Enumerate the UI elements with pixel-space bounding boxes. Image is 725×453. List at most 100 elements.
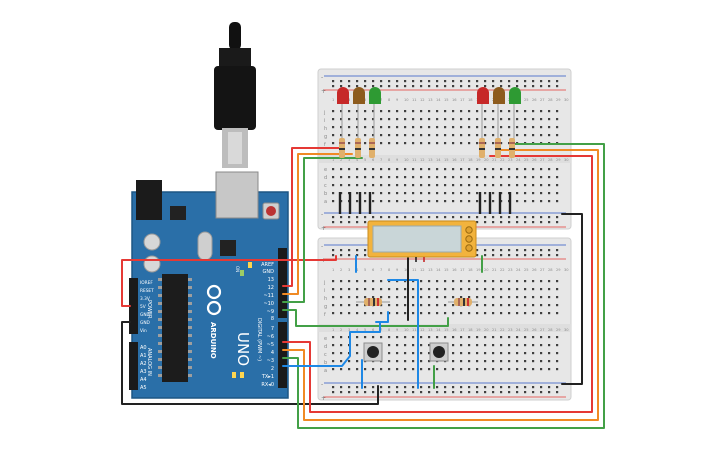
- breadboard-hole[interactable]: [364, 126, 367, 129]
- breadboard-hole[interactable]: [444, 118, 447, 121]
- breadboard-hole[interactable]: [380, 118, 383, 121]
- breadboard-hole[interactable]: [404, 110, 407, 113]
- breadboard-hole[interactable]: [484, 192, 487, 195]
- breadboard-hole[interactable]: [364, 280, 367, 283]
- breadboard-hole[interactable]: [396, 118, 399, 121]
- breadboard-hole[interactable]: [476, 249, 479, 252]
- breadboard-hole[interactable]: [548, 344, 551, 347]
- breadboard-hole[interactable]: [388, 168, 391, 171]
- breadboard-hole[interactable]: [500, 254, 503, 257]
- breadboard-hole[interactable]: [540, 200, 543, 203]
- breadboard-hole[interactable]: [516, 192, 519, 195]
- breadboard-hole[interactable]: [348, 360, 351, 363]
- breadboard-hole[interactable]: [524, 200, 527, 203]
- breadboard-hole[interactable]: [420, 176, 423, 179]
- breadboard-hole[interactable]: [524, 176, 527, 179]
- breadboard-hole[interactable]: [532, 368, 535, 371]
- breadboard-hole[interactable]: [388, 360, 391, 363]
- breadboard-hole[interactable]: [524, 126, 527, 129]
- breadboard-hole[interactable]: [388, 110, 391, 113]
- breadboard-hole[interactable]: [484, 368, 487, 371]
- breadboard-hole[interactable]: [532, 386, 535, 389]
- breadboard-hole[interactable]: [396, 110, 399, 113]
- wire-black-gnd[interactable]: [121, 321, 379, 405]
- breadboard-hole[interactable]: [516, 296, 519, 299]
- breadboard-hole[interactable]: [396, 391, 399, 394]
- breadboard-hole[interactable]: [516, 288, 519, 291]
- breadboard-hole[interactable]: [540, 368, 543, 371]
- breadboard-hole[interactable]: [428, 336, 431, 339]
- breadboard-hole[interactable]: [396, 192, 399, 195]
- breadboard-hole[interactable]: [332, 80, 335, 83]
- breadboard-hole[interactable]: [556, 192, 559, 195]
- breadboard-hole[interactable]: [508, 352, 511, 355]
- breadboard-hole[interactable]: [540, 312, 543, 315]
- breadboard-hole[interactable]: [404, 352, 407, 355]
- breadboard-hole[interactable]: [380, 192, 383, 195]
- breadboard-hole[interactable]: [476, 344, 479, 347]
- breadboard-hole[interactable]: [460, 280, 463, 283]
- breadboard-hole[interactable]: [548, 391, 551, 394]
- breadboard-hole[interactable]: [492, 200, 495, 203]
- breadboard-hole[interactable]: [556, 352, 559, 355]
- breadboard-hole[interactable]: [364, 80, 367, 83]
- breadboard-hole[interactable]: [532, 344, 535, 347]
- breadboard-hole[interactable]: [492, 288, 495, 291]
- breadboard-hole[interactable]: [492, 249, 495, 252]
- breadboard-hole[interactable]: [500, 344, 503, 347]
- breadboard-hole[interactable]: [548, 85, 551, 88]
- breadboard-hole[interactable]: [396, 216, 399, 219]
- breadboard-hole[interactable]: [548, 118, 551, 121]
- breadboard-hole[interactable]: [412, 288, 415, 291]
- breadboard-hole[interactable]: [436, 304, 439, 307]
- breadboard-hole[interactable]: [340, 134, 343, 137]
- breadboard-hole[interactable]: [444, 296, 447, 299]
- arduino-uno-board[interactable]: ARDUINO UNO POWER ANALOG IN DIGITAL (PWM…: [129, 171, 289, 399]
- breadboard-hole[interactable]: [468, 85, 471, 88]
- breadboard-hole[interactable]: [332, 254, 335, 257]
- breadboard-hole[interactable]: [540, 85, 543, 88]
- breadboard-hole[interactable]: [332, 126, 335, 129]
- breadboard-hole[interactable]: [348, 134, 351, 137]
- breadboard-hole[interactable]: [388, 192, 391, 195]
- breadboard-hole[interactable]: [404, 336, 407, 339]
- breadboard-hole[interactable]: [556, 85, 559, 88]
- breadboard-hole[interactable]: [428, 344, 431, 347]
- wire-green-led-right[interactable]: [282, 143, 605, 429]
- breadboard-hole[interactable]: [452, 216, 455, 219]
- breadboard-hole[interactable]: [548, 254, 551, 257]
- breadboard-hole[interactable]: [396, 336, 399, 339]
- breadboard-hole[interactable]: [412, 200, 415, 203]
- breadboard-hole[interactable]: [468, 200, 471, 203]
- breadboard-hole[interactable]: [492, 391, 495, 394]
- breadboard-hole[interactable]: [380, 288, 383, 291]
- breadboard-hole[interactable]: [476, 168, 479, 171]
- breadboard-hole[interactable]: [428, 386, 431, 389]
- breadboard-hole[interactable]: [404, 391, 407, 394]
- breadboard-hole[interactable]: [516, 386, 519, 389]
- breadboard-hole[interactable]: [444, 304, 447, 307]
- breadboard-hole[interactable]: [340, 254, 343, 257]
- breadboard-hole[interactable]: [492, 344, 495, 347]
- led-amber[interactable]: [353, 87, 365, 104]
- breadboard-hole[interactable]: [500, 336, 503, 339]
- breadboard-hole[interactable]: [524, 110, 527, 113]
- breadboard-hole[interactable]: [356, 118, 359, 121]
- breadboard-hole[interactable]: [484, 360, 487, 363]
- breadboard-hole[interactable]: [556, 280, 559, 283]
- breadboard-hole[interactable]: [412, 142, 415, 145]
- breadboard-hole[interactable]: [452, 126, 455, 129]
- breadboard-hole[interactable]: [484, 391, 487, 394]
- digital-header-bottom[interactable]: [278, 322, 287, 388]
- breadboard-hole[interactable]: [420, 118, 423, 121]
- breadboard-hole[interactable]: [508, 280, 511, 283]
- breadboard-hole[interactable]: [364, 368, 367, 371]
- breadboard-hole[interactable]: [484, 386, 487, 389]
- breadboard-hole[interactable]: [460, 126, 463, 129]
- breadboard-hole[interactable]: [548, 288, 551, 291]
- breadboard-hole[interactable]: [468, 184, 471, 187]
- breadboard-hole[interactable]: [468, 110, 471, 113]
- breadboard-hole[interactable]: [484, 254, 487, 257]
- breadboard-hole[interactable]: [532, 80, 535, 83]
- wires[interactable]: [121, 143, 605, 429]
